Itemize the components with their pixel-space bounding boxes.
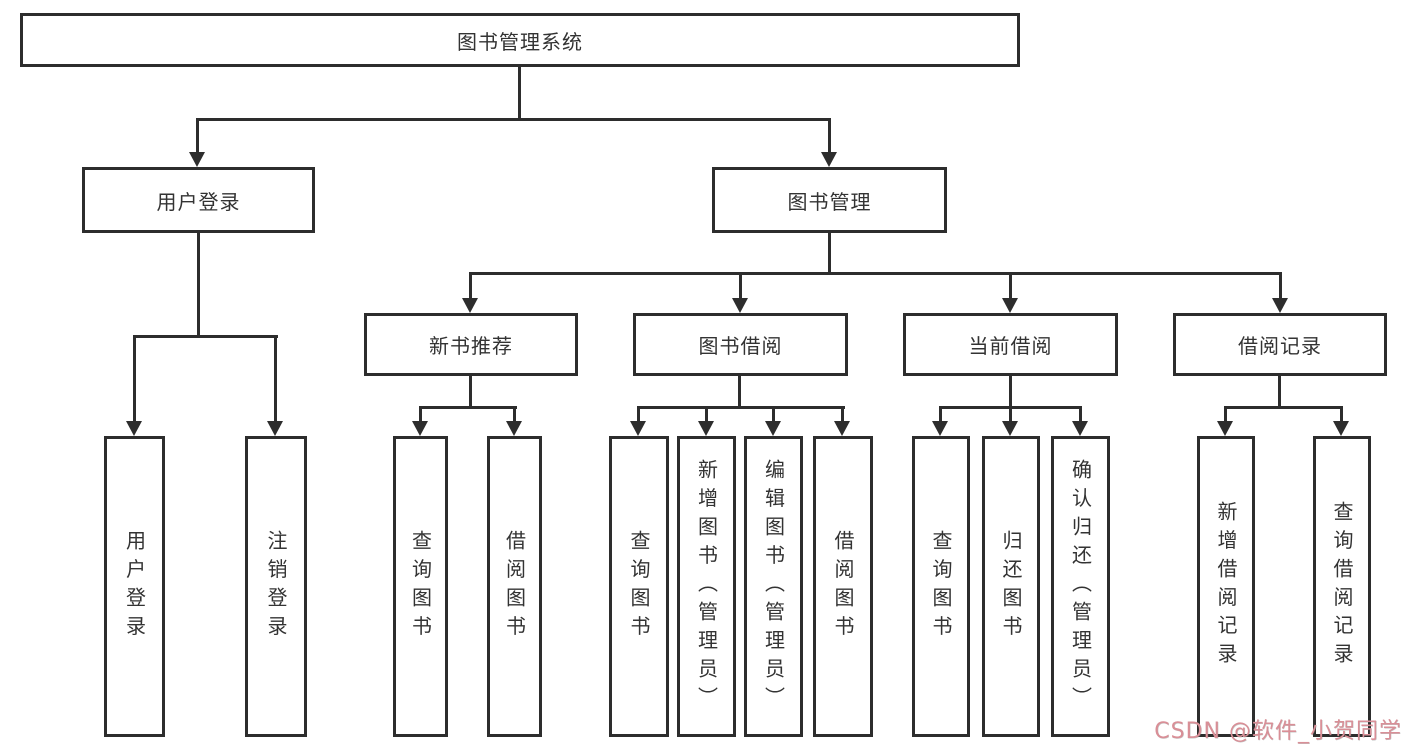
arrow-down-icon xyxy=(189,152,205,167)
node-label: 用户登录 xyxy=(122,529,147,644)
node-user-login: 用户登录 xyxy=(82,167,315,233)
leaf-newbook-borrow-books: 借阅图书 xyxy=(487,436,542,737)
node-label: 注销登录 xyxy=(264,529,288,644)
leaf-current-confirm-return-admin: 确认归还（管理员） xyxy=(1051,436,1110,737)
connector-line xyxy=(705,406,708,422)
arrow-down-icon xyxy=(1272,298,1288,313)
node-label: 编辑图书（管理员） xyxy=(761,458,786,715)
connector-line xyxy=(637,406,845,409)
connector-line xyxy=(828,118,831,153)
leaf-borrow-edit-books-admin: 编辑图书（管理员） xyxy=(744,436,803,737)
node-label: 查询图书 xyxy=(408,529,433,644)
node-label: 图书管理 xyxy=(787,189,872,214)
connector-line xyxy=(469,272,472,299)
connector-line xyxy=(772,406,775,422)
node-label: 确认归还（管理员） xyxy=(1068,458,1093,715)
leaf-logout: 注销登录 xyxy=(245,436,307,737)
node-root-library-system: 图书管理系统 xyxy=(20,13,1020,67)
leaf-borrow-borrow-books: 借阅图书 xyxy=(813,436,873,737)
connector-line xyxy=(939,406,942,422)
connector-line xyxy=(518,67,521,119)
connector-line xyxy=(1340,406,1343,422)
arrow-down-icon xyxy=(821,152,837,167)
node-label: 图书管理系统 xyxy=(457,29,583,54)
connector-line xyxy=(197,233,200,338)
leaf-borrow-add-books-admin: 新增图书（管理员） xyxy=(677,436,736,737)
connector-line xyxy=(828,233,831,275)
connector-line xyxy=(1079,406,1082,422)
arrow-down-icon xyxy=(1002,298,1018,313)
connector-line xyxy=(841,406,844,422)
node-label: 新增图书（管理员） xyxy=(694,458,719,715)
connector-line xyxy=(469,376,472,409)
connector-line xyxy=(196,118,831,121)
node-label: 借阅图书 xyxy=(831,529,855,644)
leaf-current-return-books: 归还图书 xyxy=(982,436,1040,737)
arrow-down-icon xyxy=(1217,421,1233,436)
node-current-borrow: 当前借阅 xyxy=(903,313,1118,376)
arrow-down-icon xyxy=(932,421,948,436)
connector-line xyxy=(1279,272,1282,299)
arrow-down-icon xyxy=(506,421,522,436)
connector-line xyxy=(637,406,640,422)
connector-line xyxy=(1224,406,1227,422)
arrow-down-icon xyxy=(630,421,646,436)
leaf-borrow-query-books: 查询图书 xyxy=(609,436,669,737)
arrow-down-icon xyxy=(412,421,428,436)
connector-line xyxy=(1009,406,1012,422)
arrow-down-icon xyxy=(765,421,781,436)
arrow-down-icon xyxy=(732,298,748,313)
node-label: 查询图书 xyxy=(627,529,651,644)
node-label: 用户登录 xyxy=(156,189,241,214)
node-label: 借阅记录 xyxy=(1238,334,1322,358)
connector-line xyxy=(196,118,199,153)
node-label: 当前借阅 xyxy=(968,334,1053,358)
connector-line xyxy=(513,406,516,422)
connector-line xyxy=(274,335,277,421)
leaf-records-add-record: 新增借阅记录 xyxy=(1197,436,1255,737)
connector-line xyxy=(469,272,1282,275)
arrow-down-icon xyxy=(698,421,714,436)
arrow-down-icon xyxy=(834,421,850,436)
leaf-user-login: 用户登录 xyxy=(104,436,165,737)
arrow-down-icon xyxy=(267,421,283,436)
arrow-down-icon xyxy=(462,298,478,313)
node-label: 图书借阅 xyxy=(698,334,783,358)
node-label: 新书推荐 xyxy=(429,334,513,358)
leaf-newbook-query-books: 查询图书 xyxy=(393,436,448,737)
node-new-book-recommend: 新书推荐 xyxy=(364,313,578,376)
leaf-records-query-record: 查询借阅记录 xyxy=(1313,436,1371,737)
node-book-management: 图书管理 xyxy=(712,167,947,233)
connector-line xyxy=(739,272,742,299)
connector-line xyxy=(1009,376,1012,409)
leaf-current-query-books: 查询图书 xyxy=(912,436,970,737)
node-label: 借阅图书 xyxy=(502,529,527,644)
connector-line xyxy=(133,335,136,421)
connector-line xyxy=(419,406,422,422)
node-label: 查询借阅记录 xyxy=(1330,501,1354,672)
node-label: 新增借阅记录 xyxy=(1214,501,1238,672)
arrow-down-icon xyxy=(1072,421,1088,436)
connector-line xyxy=(1278,376,1281,409)
arrow-down-icon xyxy=(126,421,142,436)
connector-line xyxy=(1224,406,1343,409)
node-book-borrow: 图书借阅 xyxy=(633,313,848,376)
arrow-down-icon xyxy=(1002,421,1018,436)
csdn-watermark: CSDN @软件_小贺同学 xyxy=(1154,719,1402,744)
node-borrow-records: 借阅记录 xyxy=(1173,313,1387,376)
node-label: 归还图书 xyxy=(999,529,1023,644)
arrow-down-icon xyxy=(1333,421,1349,436)
connector-line xyxy=(419,406,517,409)
connector-line xyxy=(738,376,741,409)
connector-line xyxy=(1009,272,1012,299)
node-label: 查询图书 xyxy=(929,529,953,644)
connector-line xyxy=(133,335,278,338)
